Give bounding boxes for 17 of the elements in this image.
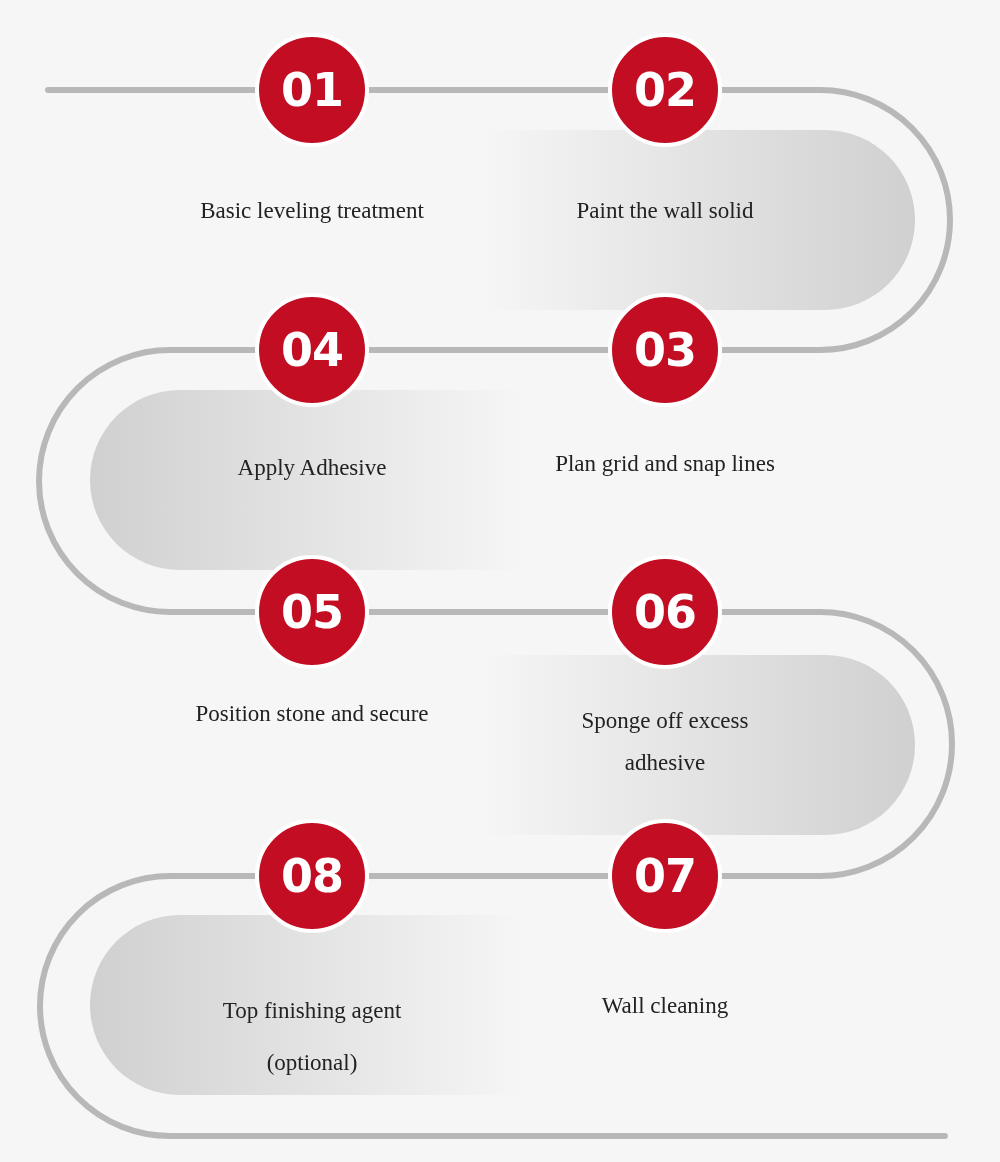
step-label: Sponge off excess adhesive	[580, 707, 750, 777]
step-number-circle: 07	[608, 819, 722, 933]
step-number-circle: 03	[608, 293, 722, 407]
step-number-circle: 01	[255, 33, 369, 147]
step-label: Paint the wall solid	[575, 197, 755, 225]
step-label: Plan grid and snap lines	[554, 450, 776, 478]
step-number-circle: 08	[255, 819, 369, 933]
step-label: Apply Adhesive	[236, 454, 388, 482]
step-label: Top finishing agent (optional)	[221, 997, 403, 1077]
step-number-circle: 06	[608, 555, 722, 669]
step-label: Basic leveling treatment	[199, 197, 425, 225]
step-label: Position stone and secure	[194, 700, 430, 728]
step-number-circle: 02	[608, 33, 722, 147]
step-label: Wall cleaning	[600, 992, 730, 1020]
step-number-circle: 04	[255, 293, 369, 407]
connector-line	[37, 873, 948, 1139]
step-number-circle: 05	[255, 555, 369, 669]
